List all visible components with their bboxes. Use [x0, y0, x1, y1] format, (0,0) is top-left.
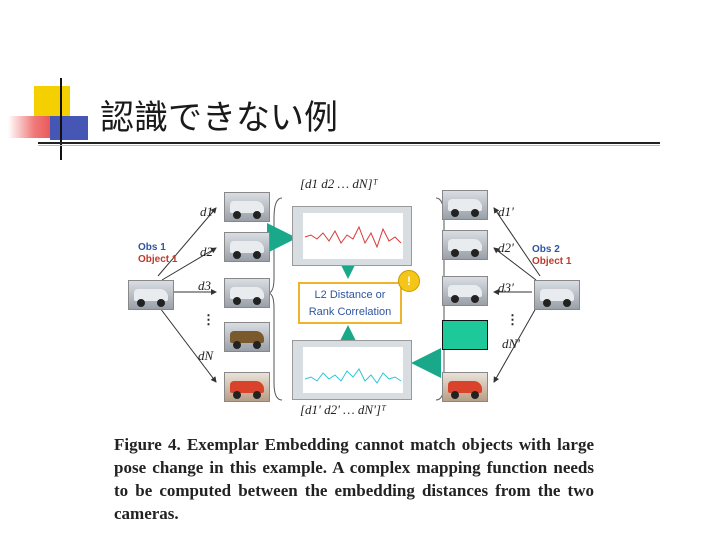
right-label-dots: ⋮: [506, 312, 519, 327]
embedding-plot-bottom: [292, 340, 412, 400]
figure: [d1 d2 … dN]ᵀ [d1' d2' … dN']ᵀ Obs 1 Obj…: [120, 168, 590, 430]
vector-label-top: [d1 d2 … dN]ᵀ: [300, 176, 378, 191]
obs1-line2: Object 1: [138, 254, 178, 265]
title-decoration-blue: [50, 116, 88, 140]
right-label-d3: d3': [498, 280, 514, 295]
embedding-plot-top: [292, 206, 412, 266]
left-label-d2: d2: [200, 244, 213, 259]
exemplar-car-left-3: [224, 278, 270, 308]
obs1-line1: Obs 1: [138, 242, 166, 253]
left-label-dots: ⋮: [202, 312, 215, 327]
obs2-line1: Obs 2: [532, 244, 560, 255]
slide-title: 認識できない例: [100, 98, 338, 138]
obs2-line2: Object 1: [532, 256, 572, 267]
right-label-dn: dN': [502, 336, 520, 351]
exemplar-car-right-3: [442, 276, 488, 306]
exemplar-car-right-n: [442, 372, 488, 402]
distance-box-line1: L2 Distance or: [314, 289, 386, 301]
embedding-curve-bottom: [304, 368, 402, 384]
left-label-dn: dN: [198, 348, 214, 363]
distance-box: L2 Distance or Rank Correlation: [298, 282, 402, 324]
right-label-d2: d2': [498, 240, 514, 255]
exemplar-car-left-n: [224, 372, 270, 402]
left-label-d1: d1: [200, 204, 213, 219]
exemplar-car-left-4: [224, 322, 270, 352]
left-label-d3: d3: [198, 278, 211, 293]
exemplar-car-left-2: [224, 232, 270, 262]
distance-box-line2: Rank Correlation: [308, 306, 392, 318]
obs2-label: Obs 2 Object 1: [532, 244, 571, 268]
exemplar-car-right-2: [442, 230, 488, 260]
obs1-car-image: [128, 280, 174, 310]
title-underline-shadow: [38, 145, 660, 146]
title-decoration-vertical-line: [60, 78, 62, 160]
vector-label-bottom: [d1' d2' … dN']ᵀ: [300, 402, 386, 417]
obs1-label: Obs 1 Object 1: [138, 242, 177, 266]
embedding-curve-top: [304, 225, 402, 249]
lightbulb-icon: !: [398, 270, 420, 292]
obs2-car-image: [534, 280, 580, 310]
exemplar-car-right-1: [442, 190, 488, 220]
figure-caption: Figure 4. Exemplar Embedding cannot matc…: [114, 435, 594, 523]
title-underline: [38, 142, 660, 144]
exemplar-car-left-1: [224, 192, 270, 222]
exemplar-image-right-4: [442, 320, 488, 350]
right-label-d1: d1': [498, 204, 514, 219]
